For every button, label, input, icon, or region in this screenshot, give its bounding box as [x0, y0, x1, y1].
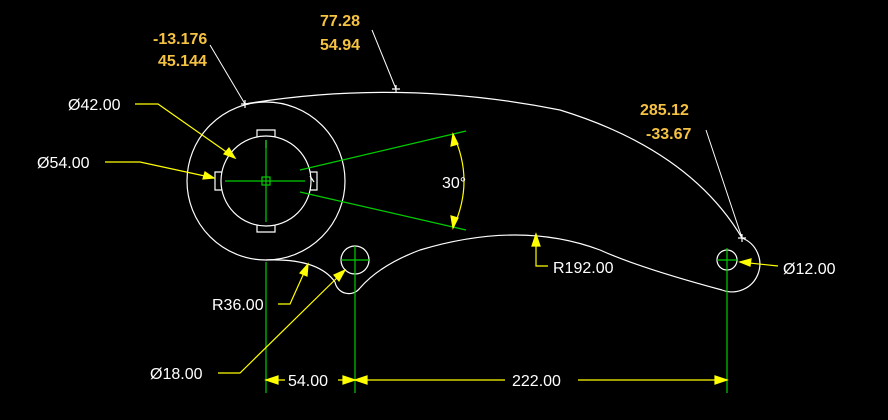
leader-small-hole: [218, 269, 346, 374]
arrow-angle-top: [450, 132, 459, 147]
coordinate-leaders: [209, 29, 743, 239]
dim-hub-outer-diameter: Ø54.00: [37, 155, 90, 172]
leader-hub-outer: [105, 161, 215, 179]
bottom-arc-edge: [359, 234, 723, 291]
dim-fillet-radius: R36.00: [212, 297, 264, 314]
arrow-222-left: [353, 375, 368, 385]
dim-arc-radius: R192.00: [553, 260, 614, 277]
arrow-222-right: [714, 375, 729, 385]
hub-inner-bore: [220, 135, 312, 227]
angle-line-upper: [299, 130, 467, 171]
arrow-54-right: [342, 375, 357, 385]
keyway-bottom: [256, 225, 276, 233]
leader-fillet: [278, 263, 309, 305]
coord-right-x: 285.12: [640, 102, 689, 119]
dim-angle: 30°: [442, 175, 466, 192]
coord-top-y: 54.94: [320, 37, 360, 54]
dim-small-hole-diameter: Ø18.00: [150, 366, 203, 383]
leader-coord-left: [209, 44, 246, 105]
dim-pin-hole-diameter: Ø12.00: [783, 261, 836, 278]
angle-line-lower: [299, 191, 467, 231]
leader-coord-right: [705, 129, 743, 239]
right-lug-end: [721, 237, 761, 293]
coord-top-x: 77.28: [320, 13, 360, 30]
arrow-hub-outer: [202, 171, 216, 180]
leader-hub-inner: [135, 103, 236, 159]
arrow-angle-bottom: [450, 215, 459, 230]
arrow-arc-radius: [531, 232, 541, 247]
dim-spacing-right: 222.00: [512, 373, 561, 390]
leader-coord-top: [371, 29, 397, 90]
leaders: [105, 103, 779, 385]
keyway-left: [214, 171, 222, 191]
dim-spacing-left: 54.00: [288, 373, 328, 390]
arrow-pin-hole: [738, 258, 752, 267]
coord-left-y: 45.144: [158, 53, 207, 70]
coord-right-y: -33.67: [646, 126, 691, 143]
small-lug-end: [334, 281, 361, 295]
arrow-hub-inner: [222, 146, 237, 160]
fillet-edge: [265, 259, 336, 283]
centerlines: [225, 130, 737, 393]
dim-hub-inner-diameter: Ø42.00: [68, 97, 121, 114]
arrow-small-hole: [333, 268, 347, 283]
keyway-top: [256, 129, 276, 137]
coord-left-x: -13.176: [153, 31, 207, 48]
arrow-54-left: [264, 375, 279, 385]
arrow-fillet: [298, 262, 309, 277]
top-arc-edge: [244, 91, 743, 239]
keyway-right: [310, 171, 318, 191]
